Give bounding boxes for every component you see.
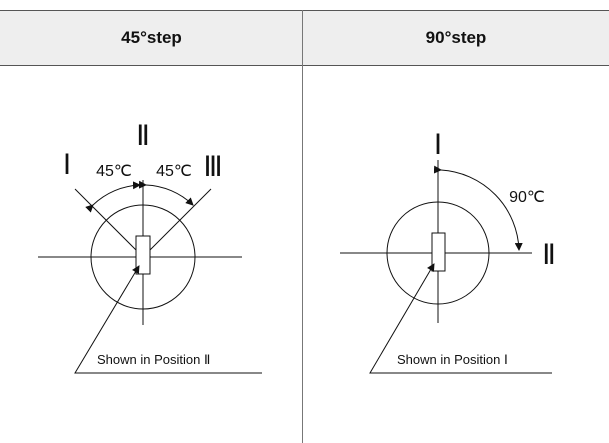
caption: Shown in Position Ⅰ bbox=[397, 352, 508, 367]
label-position-1: Ⅰ bbox=[434, 130, 442, 161]
label-position-1: Ⅰ bbox=[63, 150, 71, 181]
angle-arc-left bbox=[85, 181, 141, 213]
diagram-90-step: Ⅰ Ⅱ 90℃ Shown in Position Ⅰ bbox=[340, 130, 556, 374]
label-position-2: Ⅱ bbox=[542, 240, 556, 271]
angle-label: 90℃ bbox=[509, 189, 545, 206]
knob-slot bbox=[135, 235, 151, 275]
callout-leader bbox=[369, 263, 552, 374]
caption: Shown in Position Ⅱ bbox=[97, 352, 210, 367]
diagram-45-step: Ⅱ Ⅰ Ⅲ 45℃ 45℃ Shown in Position Ⅱ bbox=[38, 121, 262, 374]
header-45-step: 45°step bbox=[0, 10, 303, 66]
angle-arc bbox=[433, 165, 523, 251]
label-position-2: Ⅱ bbox=[136, 121, 150, 152]
position-1-line bbox=[74, 188, 144, 258]
column-divider bbox=[302, 10, 303, 443]
knob-slot bbox=[431, 232, 446, 272]
header-90-step: 90°step bbox=[303, 10, 609, 66]
angle-label-left: 45℃ bbox=[96, 163, 132, 180]
callout-leader bbox=[74, 265, 262, 374]
angle-label-right: 45℃ bbox=[156, 163, 192, 180]
label-position-3: Ⅲ bbox=[203, 152, 222, 183]
position-3-line bbox=[142, 188, 212, 258]
angle-arc-right bbox=[138, 180, 194, 206]
